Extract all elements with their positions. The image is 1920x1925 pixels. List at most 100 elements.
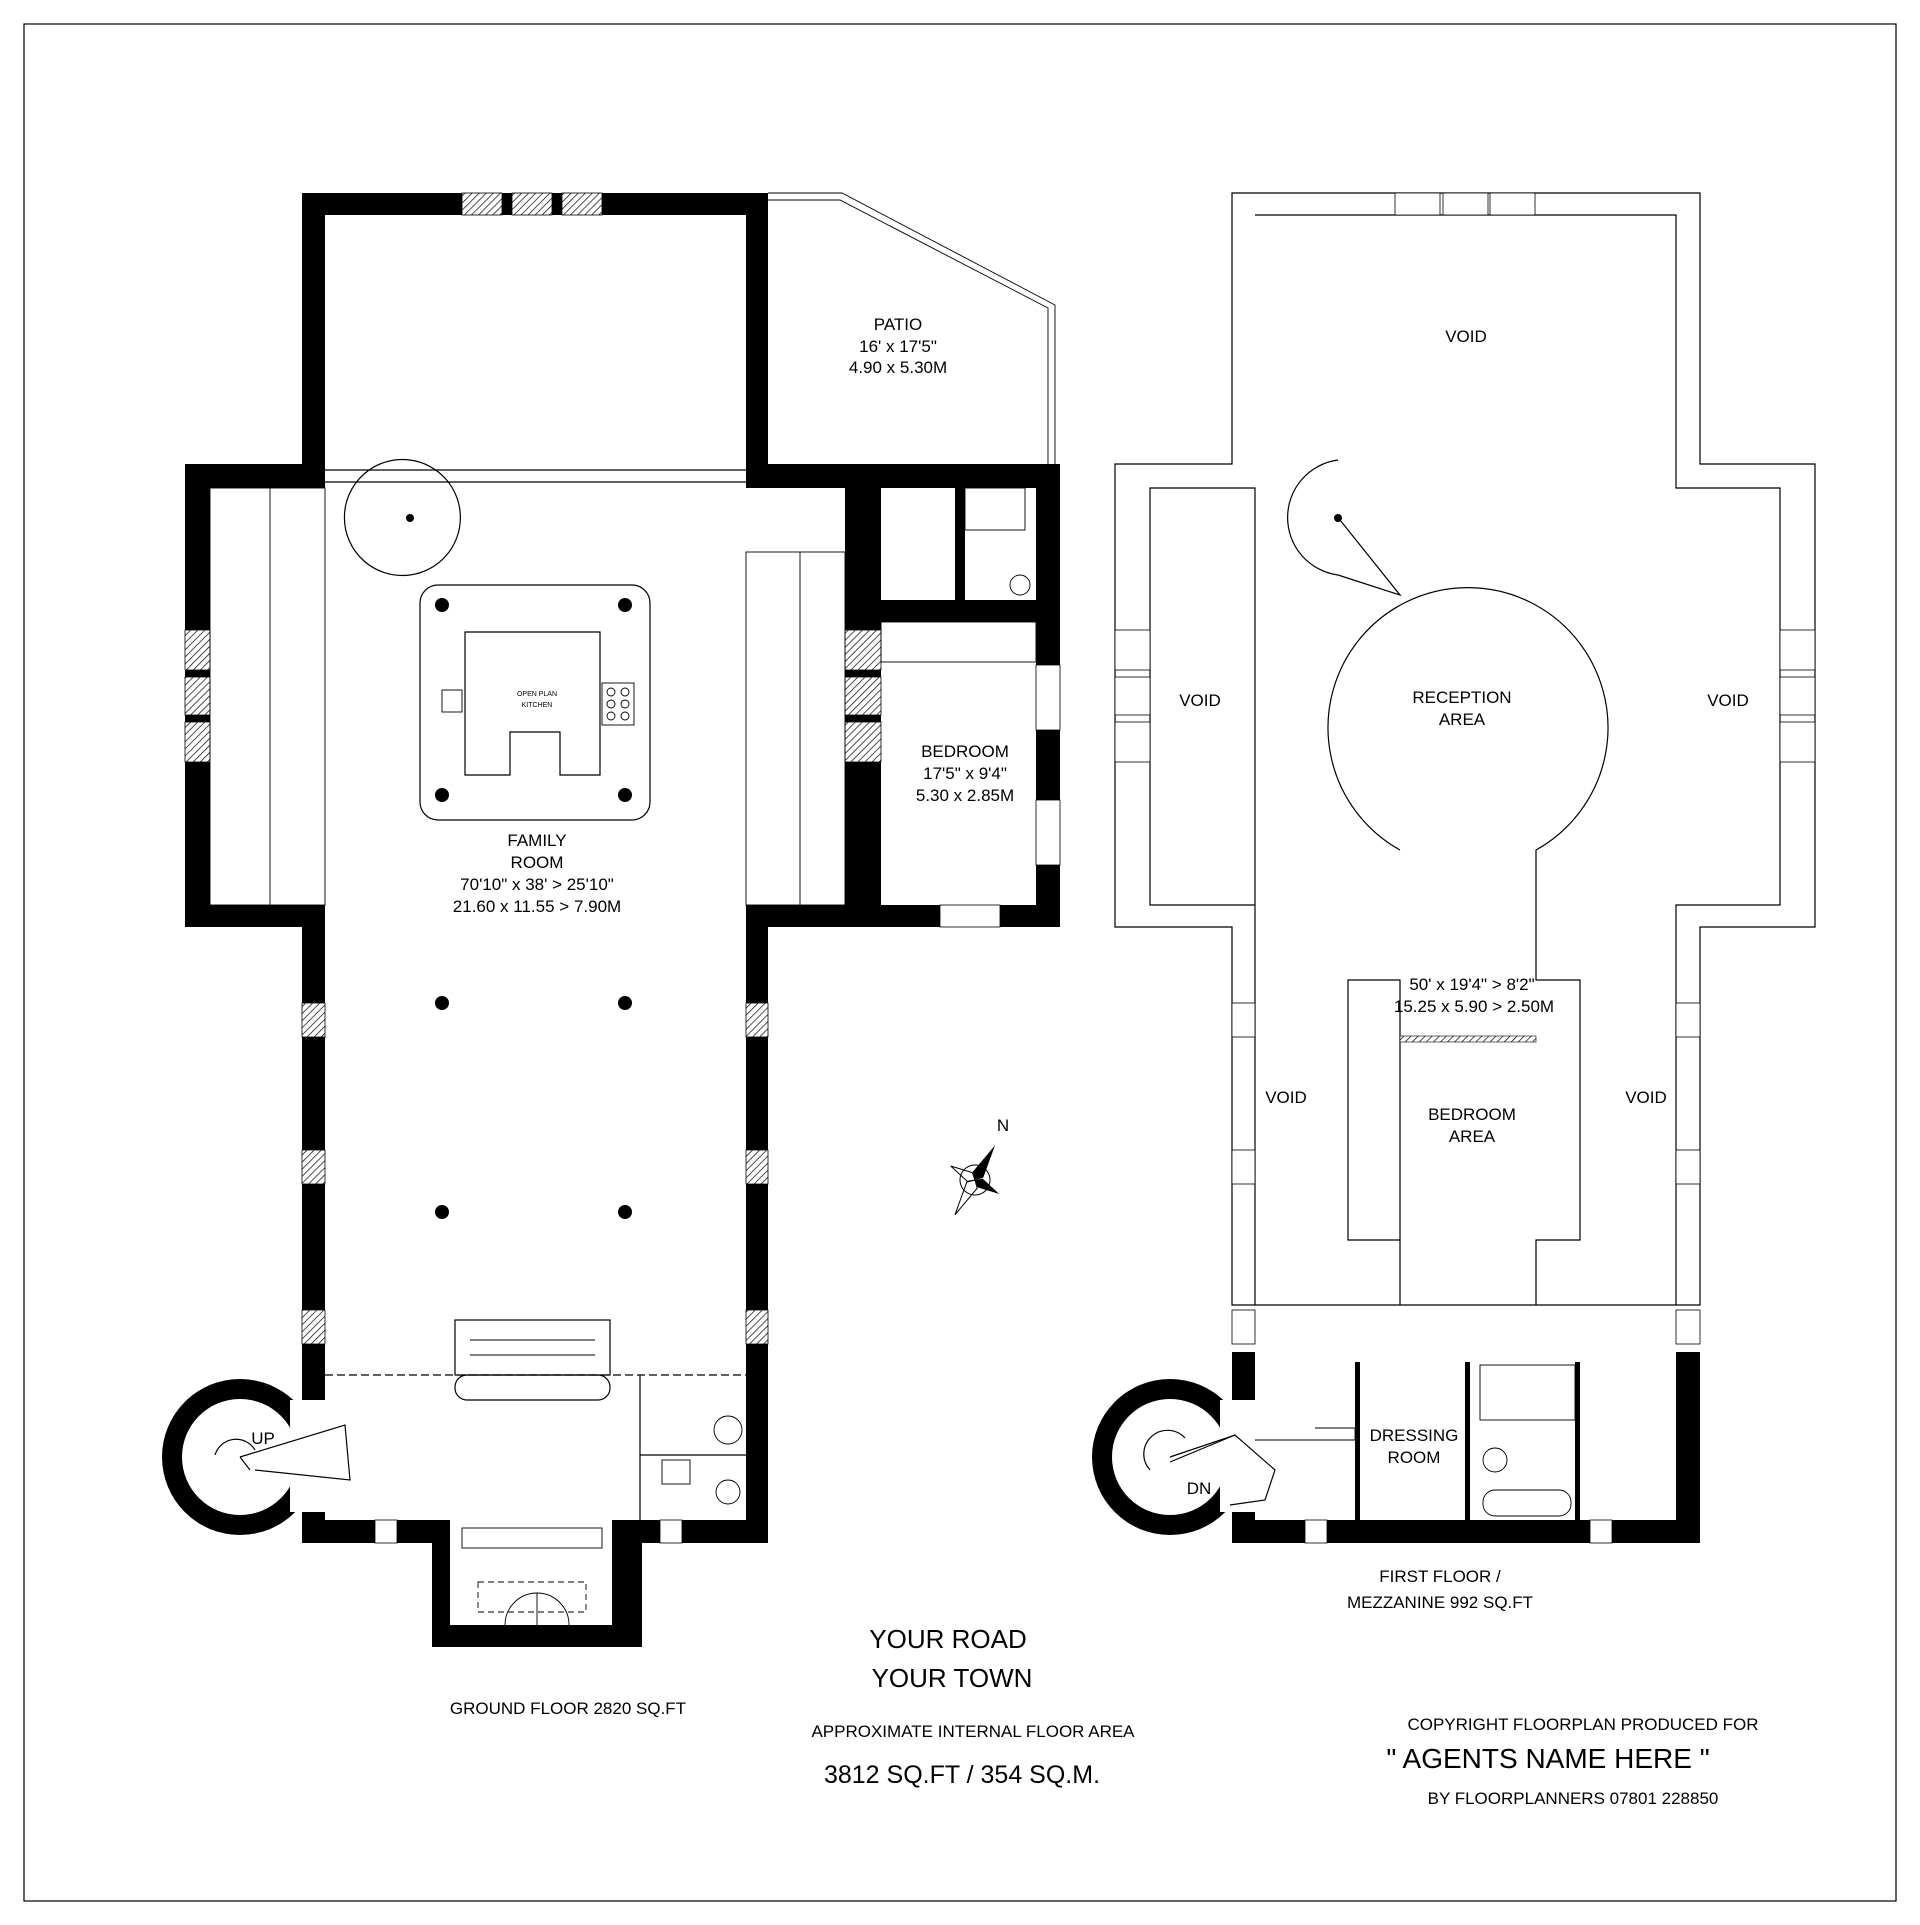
window bbox=[1231, 1002, 1256, 1038]
family-room-recess-left bbox=[209, 487, 326, 906]
kitchen-island-outline bbox=[419, 584, 651, 821]
balustrade bbox=[1399, 1035, 1537, 1043]
bedroom-metric: 5.30 x 2.85M bbox=[916, 786, 1014, 805]
address-line-1: YOUR ROAD bbox=[869, 1624, 1026, 1654]
compass-north-label: N bbox=[997, 1116, 1009, 1135]
void-right: VOID bbox=[1707, 691, 1749, 710]
void-lower-left: VOID bbox=[1265, 1088, 1307, 1107]
void-lower-right: VOID bbox=[1625, 1088, 1667, 1107]
family-room-name-1: FAMILY bbox=[507, 831, 566, 850]
first-floor-walls bbox=[1232, 1352, 1700, 1543]
ground-floor-caption: GROUND FLOOR 2820 SQ.FT bbox=[450, 1699, 686, 1718]
patio-imperial: 16' x 17'5" bbox=[859, 337, 937, 356]
window bbox=[1114, 629, 1151, 671]
window bbox=[184, 629, 211, 671]
window bbox=[561, 192, 603, 216]
window bbox=[745, 1149, 769, 1185]
window bbox=[301, 1149, 326, 1185]
area-summary-label: APPROXIMATE INTERNAL FLOOR AREA bbox=[811, 1722, 1135, 1741]
window bbox=[1304, 1519, 1328, 1544]
stair-up-label: UP bbox=[251, 1429, 275, 1448]
window bbox=[1779, 721, 1816, 763]
first-floor-caption-2: MEZZANINE 992 SQ.FT bbox=[1347, 1593, 1533, 1612]
window bbox=[1442, 192, 1489, 216]
shower-tray bbox=[964, 487, 1026, 531]
family-room-name-2: ROOM bbox=[511, 853, 564, 872]
bedroom-north-wall bbox=[881, 600, 1036, 622]
patio-outline bbox=[768, 192, 1056, 464]
address-line-2: YOUR TOWN bbox=[872, 1663, 1033, 1693]
window bbox=[1114, 721, 1151, 763]
kitchen-label-1: OPEN PLAN bbox=[517, 691, 557, 698]
dressing-room-name-1: DRESSING bbox=[1370, 1426, 1459, 1445]
family-room-metric: 21.60 x 11.55 > 7.90M bbox=[453, 897, 621, 916]
first-floor-caption-1: FIRST FLOOR / bbox=[1379, 1567, 1501, 1586]
fireplace bbox=[325, 1319, 746, 1401]
mezzanine-metric: 15.25 x 5.90 > 2.50M bbox=[1394, 997, 1554, 1016]
window bbox=[939, 904, 1001, 928]
bedroom-area-name-1: BEDROOM bbox=[1428, 1105, 1516, 1124]
window bbox=[511, 192, 553, 216]
window bbox=[1231, 1309, 1256, 1345]
reception-name-1: RECEPTION bbox=[1412, 688, 1511, 707]
agent-name: " AGENTS NAME HERE " bbox=[1386, 1743, 1709, 1774]
kitchen-label-2: KITCHEN bbox=[522, 702, 553, 709]
window bbox=[1489, 192, 1536, 216]
window bbox=[184, 676, 211, 716]
hob-icon bbox=[601, 682, 635, 726]
window bbox=[844, 721, 882, 763]
patio-outline-inner bbox=[768, 199, 1049, 464]
window bbox=[374, 1519, 398, 1544]
window bbox=[659, 1519, 683, 1544]
ground-floor-plan: PATIO 16' x 17'5" 4.90 x 5.30M OPEN PLAN… bbox=[162, 192, 1061, 1718]
mezzanine-imperial: 50' x 19'4" > 8'2" bbox=[1409, 975, 1534, 994]
window bbox=[1675, 1002, 1701, 1038]
dressing-room-name-2: ROOM bbox=[1388, 1448, 1441, 1467]
turret-opening-ff bbox=[1220, 1400, 1255, 1512]
spiral-stair-ff bbox=[1287, 459, 1402, 597]
window bbox=[1589, 1519, 1613, 1544]
ground-floor-walls bbox=[185, 193, 1060, 1647]
wc-icon bbox=[1009, 574, 1031, 596]
family-room-imperial: 70'10" x 38' > 25'10" bbox=[460, 875, 614, 894]
window bbox=[844, 676, 882, 716]
credits-line-3: BY FLOORPLANNERS 07801 228850 bbox=[1428, 1789, 1719, 1808]
stair-down-label: DN bbox=[1187, 1479, 1212, 1498]
turret-stair bbox=[214, 1424, 351, 1481]
first-floor-rooms bbox=[1255, 1362, 1580, 1520]
window bbox=[1231, 1149, 1256, 1185]
bedroom-area-name-2: AREA bbox=[1449, 1127, 1496, 1146]
compass-icon bbox=[950, 1145, 1000, 1215]
spiral-stair-top bbox=[343, 458, 461, 577]
area-summary-total: 3812 SQ.FT / 354 SQ.M. bbox=[824, 1761, 1100, 1789]
columns bbox=[435, 598, 632, 1219]
window bbox=[1035, 799, 1061, 866]
ensuite-wall bbox=[955, 488, 965, 600]
window bbox=[1675, 1149, 1701, 1185]
window bbox=[745, 1309, 769, 1345]
wardrobe bbox=[880, 621, 1037, 663]
reception-name-2: AREA bbox=[1439, 710, 1486, 729]
first-floor-outline bbox=[1114, 192, 1816, 1306]
cloakroom bbox=[639, 1375, 746, 1520]
void-top: VOID bbox=[1445, 327, 1487, 346]
window bbox=[301, 1309, 326, 1345]
window bbox=[745, 1002, 769, 1038]
window bbox=[1779, 676, 1816, 716]
bedroom-name: BEDROOM bbox=[921, 742, 1009, 761]
page-border bbox=[23, 23, 1897, 1902]
patio-metric: 4.90 x 5.30M bbox=[849, 358, 947, 377]
patio-name: PATIO bbox=[874, 315, 923, 334]
mezzanine-outline bbox=[1327, 587, 1609, 1305]
window bbox=[1675, 1309, 1701, 1345]
window bbox=[184, 721, 211, 763]
turret-stair-ff bbox=[1143, 1429, 1276, 1506]
first-floor-plan: VOID VOID VOID VOID VOID RECEPTION AREA … bbox=[1092, 192, 1816, 1612]
void-left: VOID bbox=[1179, 691, 1221, 710]
credits-line-1: COPYRIGHT FLOORPLAN PRODUCED FOR bbox=[1407, 1715, 1758, 1734]
turret-opening bbox=[290, 1400, 335, 1512]
family-room-recess-right bbox=[745, 551, 846, 906]
sink-icon bbox=[441, 689, 463, 713]
porch bbox=[461, 1527, 603, 1626]
window bbox=[844, 629, 882, 671]
